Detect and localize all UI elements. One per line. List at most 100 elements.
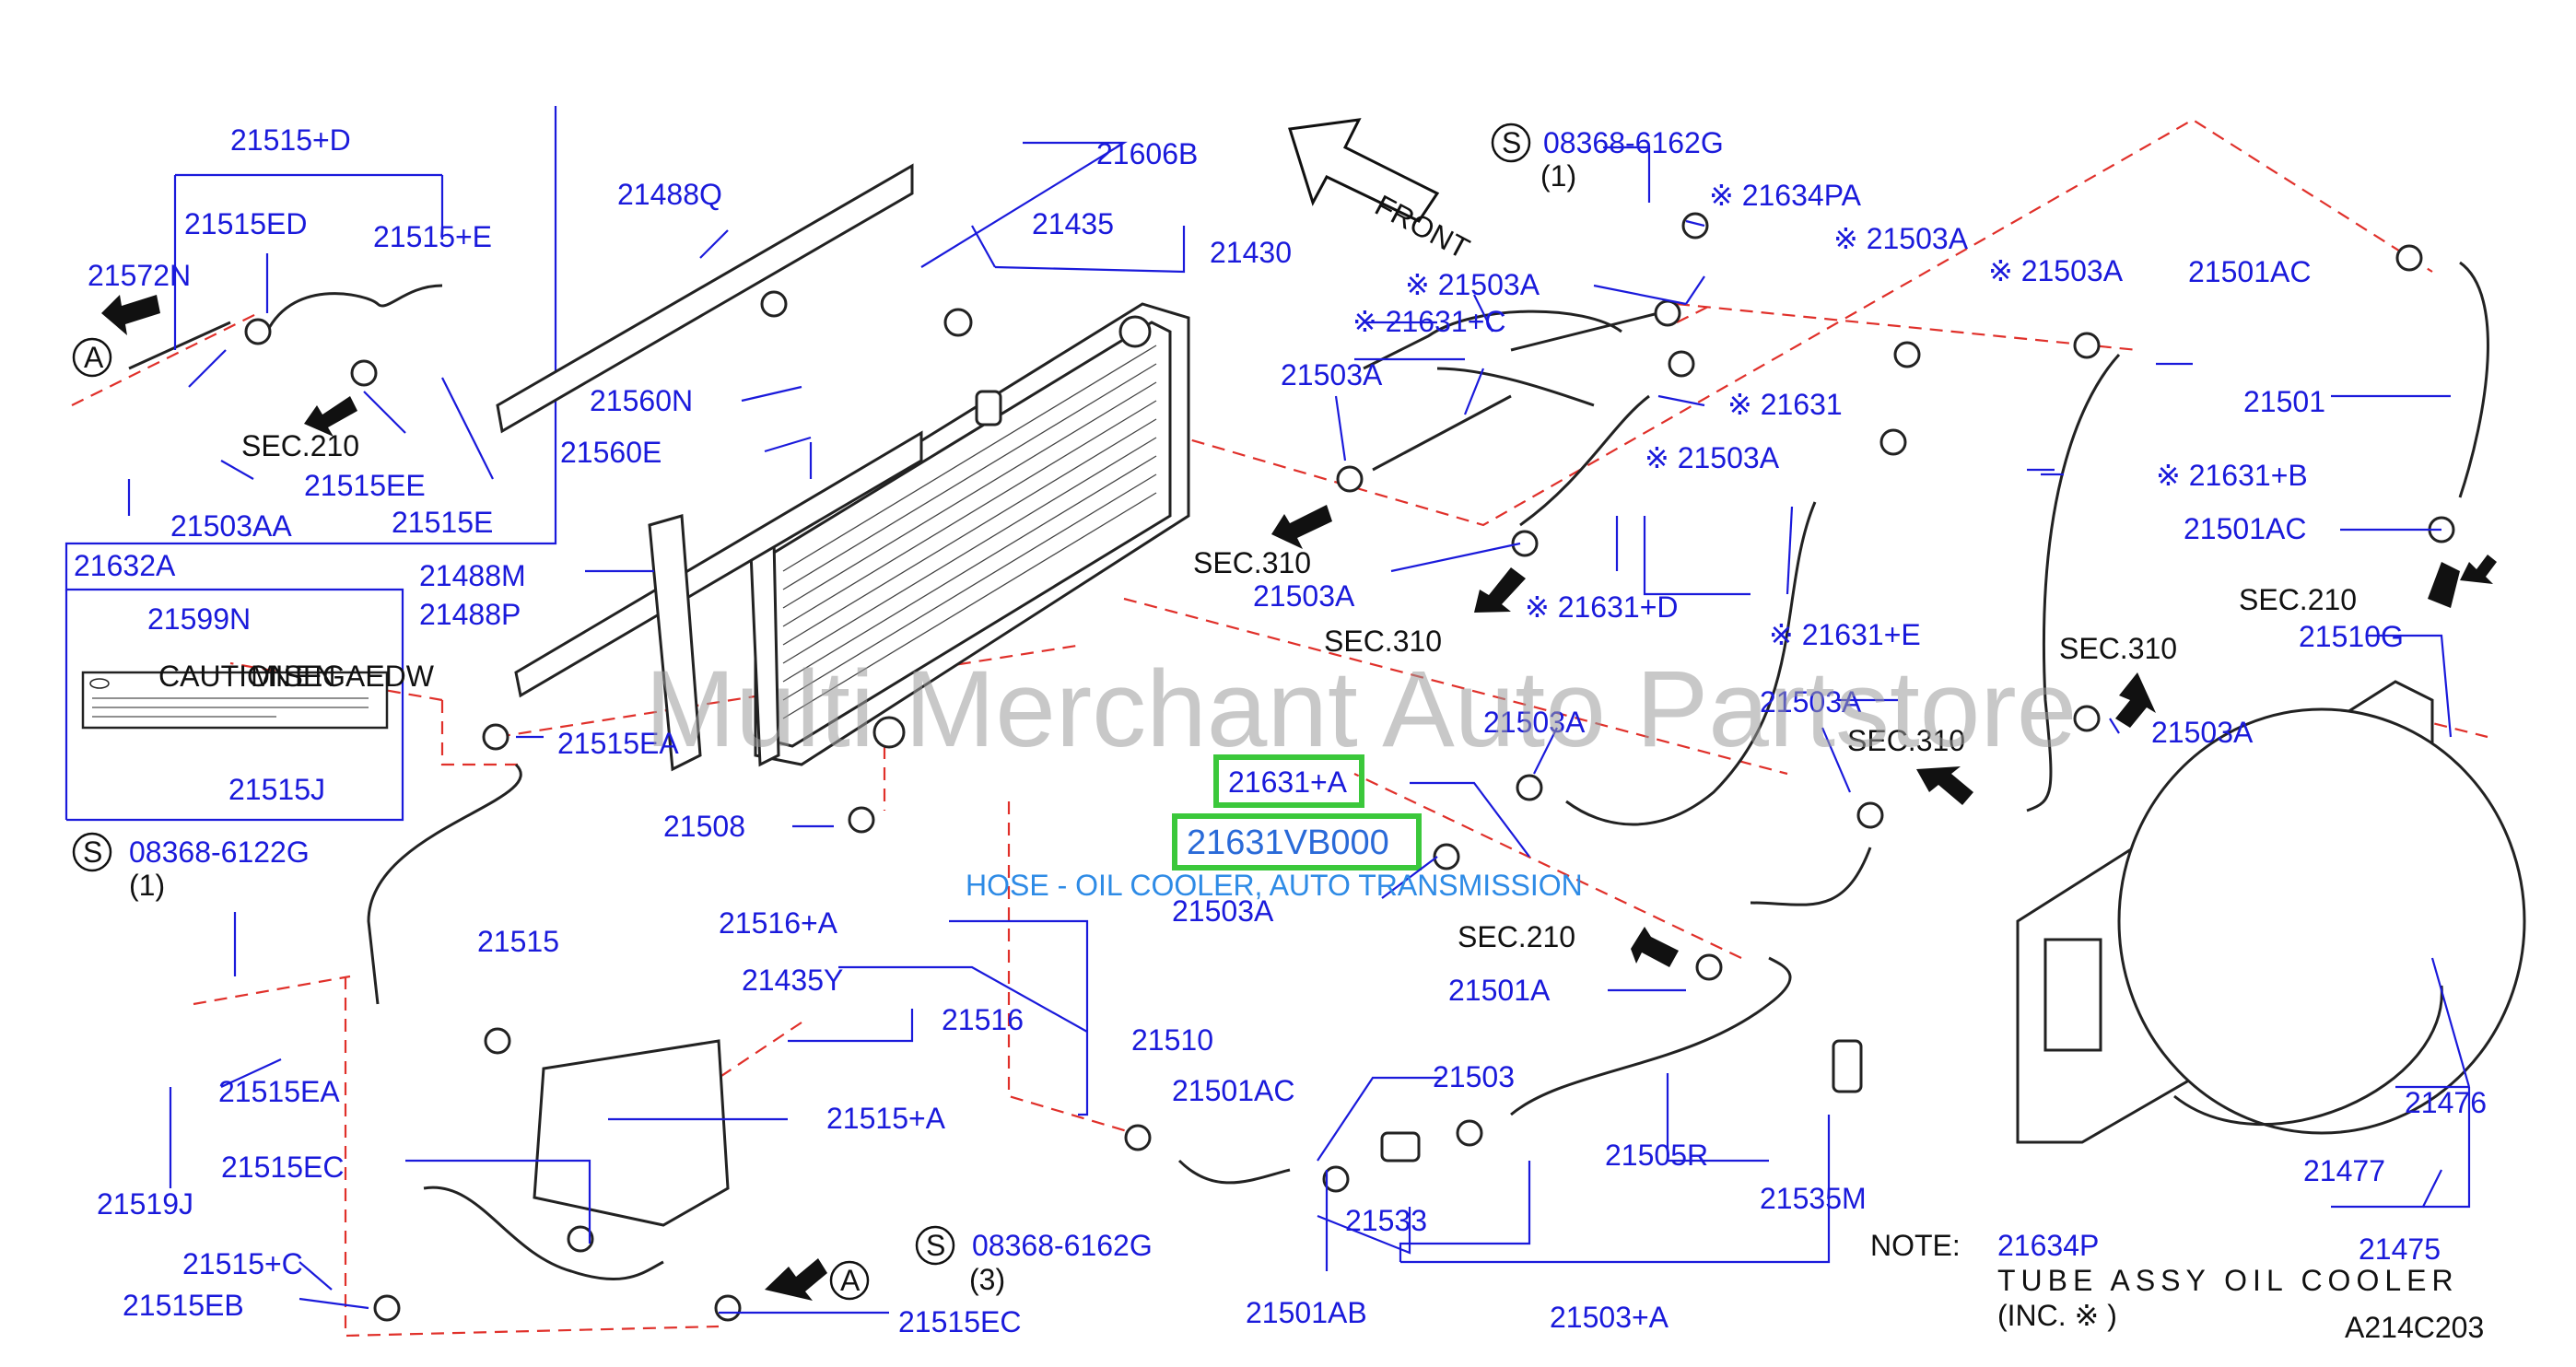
label-08368-6122G: 08368-6122G (129, 835, 310, 869)
label-21515EC-left: 21515EC (221, 1151, 344, 1184)
label-21519J: 21519J (97, 1187, 193, 1221)
label-08368-6122G-qty: (1) (129, 869, 165, 902)
label-21503A-plus: 21503+A (1550, 1301, 1669, 1334)
label-21631E: ※ 21631+E (1769, 618, 1921, 651)
label-21515: 21515 (477, 925, 559, 958)
label-sec310-b: SEC.310 (1324, 625, 1442, 658)
highlight-description: HOSE - OIL COOLER, AUTO TRANSMISSION (966, 869, 1583, 902)
arrow-icon (2460, 555, 2497, 584)
label-21599N: 21599N (147, 602, 251, 636)
label-21503A-9: 21503A (1172, 894, 1274, 928)
label-21503A-8: 21503A (1760, 685, 1862, 719)
label-21503AA: 21503AA (170, 509, 292, 543)
arrow-icon (1916, 766, 1973, 805)
label-21475: 21475 (2359, 1233, 2441, 1266)
label-sec310-c: SEC.310 (1847, 724, 1965, 757)
s-mark-2: S (1502, 126, 1521, 159)
label-21632A: 21632A (74, 549, 176, 582)
label-21488P: 21488P (419, 598, 521, 631)
watermark: Multi Merchant Auto Partstore (645, 648, 2077, 770)
label-21515E-top: 21515+E (373, 220, 492, 253)
label-21430: 21430 (1210, 236, 1292, 269)
diagram-id-code: A214C203 (2345, 1311, 2484, 1344)
label-21488M: 21488M (419, 559, 526, 592)
label-21631: ※ 21631 (1727, 388, 1843, 421)
label-21515EA-top: 21515EA (557, 727, 679, 760)
label-21631B: ※ 21631+B (2156, 459, 2308, 492)
label-21606B: 21606B (1096, 137, 1198, 170)
highlighted-part[interactable]: 21631+A 21631VB000 HOSE - OIL COOLER, AU… (966, 765, 1583, 902)
label-A-left: A (84, 341, 104, 374)
label-sec310-d: SEC.310 (2059, 632, 2177, 665)
label-21503: 21503 (1433, 1060, 1515, 1093)
arrow-icon (765, 1258, 827, 1301)
seal-strips (496, 163, 923, 772)
label-21476: 21476 (2405, 1086, 2487, 1119)
assembly-lines (71, 118, 2488, 1338)
s-marks (72, 123, 1531, 1301)
label-21631D: ※ 21631+D (1525, 590, 1678, 624)
label-sec210-right: SEC.210 (2239, 583, 2357, 616)
highlight-top-label[interactable]: 21631+A (1228, 765, 1348, 799)
label-21560N: 21560N (590, 384, 693, 417)
note-block: NOTE: 21634P TUBE ASSY OIL COOLER (INC. … (1870, 1229, 2484, 1344)
label-21515D: 21515+D (230, 123, 351, 157)
label-21503A-6: 21503A (1253, 579, 1355, 613)
clamps (244, 212, 2455, 1322)
label-21515EC-bottom: 21515EC (898, 1305, 1021, 1338)
label-card-gaedw: GAEDW (322, 660, 435, 693)
radiator-21460 (749, 302, 1190, 767)
note-line1: TUBE ASSY OIL COOLER (1997, 1264, 2459, 1297)
leader-lines (127, 141, 2471, 1314)
arrow-icon (304, 396, 357, 437)
label-21515EB: 21515EB (123, 1289, 244, 1322)
arrow-icon (1271, 505, 1332, 549)
label-21516A: 21516+A (719, 906, 838, 940)
front-arrow-icon (1288, 118, 1440, 223)
hoses (128, 261, 2489, 1280)
arrow-icon (1631, 927, 1679, 967)
label-21501AB: 21501AB (1246, 1296, 1367, 1329)
direction-arrows (101, 295, 2497, 1301)
label-08368-6162G-1-qty: (1) (1540, 159, 1576, 193)
label-card-21599N: CAUTION MISE EN GAEDW (81, 660, 435, 730)
label-21501AC-2: 21501AC (2188, 255, 2311, 288)
label-21503A-2: ※ 21503A (1988, 254, 2124, 287)
note-part: 21634P (1997, 1229, 2099, 1262)
label-21503A-3: ※ 21503A (1405, 268, 1540, 301)
label-21435: 21435 (1032, 207, 1114, 240)
label-21515E-bottom: 21515E (392, 506, 493, 539)
arrow-icon (2428, 562, 2460, 608)
label-21503A-7: 21503A (1483, 706, 1586, 739)
label-A-bottom: A (840, 1264, 861, 1297)
label-sec310-a: SEC.310 (1193, 546, 1311, 579)
label-08368-6162G-3-qty: (3) (969, 1263, 1005, 1296)
label-21503A-1: ※ 21503A (1833, 222, 1969, 255)
label-21488Q: 21488Q (617, 178, 722, 211)
label-21501A: 21501A (1448, 974, 1551, 1007)
label-21560E: 21560E (560, 436, 662, 469)
label-21515J: 21515J (228, 773, 325, 806)
fan-shroud (2016, 680, 2526, 1144)
s-mark-1: S (83, 835, 102, 869)
left-panel-frame (64, 106, 557, 822)
label-21477: 21477 (2303, 1154, 2385, 1187)
arrow-icon (1474, 567, 1526, 613)
label-21435Y: 21435Y (742, 964, 843, 997)
arrow-icon (101, 295, 160, 335)
s-mark-3: S (926, 1229, 945, 1262)
label-21515A: 21515+A (826, 1102, 946, 1135)
highlight-part-number[interactable]: 21631VB000 (1187, 824, 1389, 862)
arrow-icon (2115, 672, 2156, 728)
label-21572N: 21572N (88, 259, 191, 292)
label-21535M: 21535M (1760, 1182, 1867, 1215)
label-card-mise: MISE (251, 660, 322, 693)
label-21533: 21533 (1345, 1204, 1427, 1237)
label-21515EA-bottom: 21515EA (218, 1075, 340, 1108)
label-21503A-4: ※ 21503A (1645, 441, 1780, 474)
label-21510: 21510 (1131, 1023, 1213, 1057)
label-21631C: ※ 21631+C (1352, 305, 1505, 338)
label-08368-6162G-3: 08368-6162G (972, 1229, 1153, 1262)
label-21516: 21516 (942, 1003, 1024, 1036)
